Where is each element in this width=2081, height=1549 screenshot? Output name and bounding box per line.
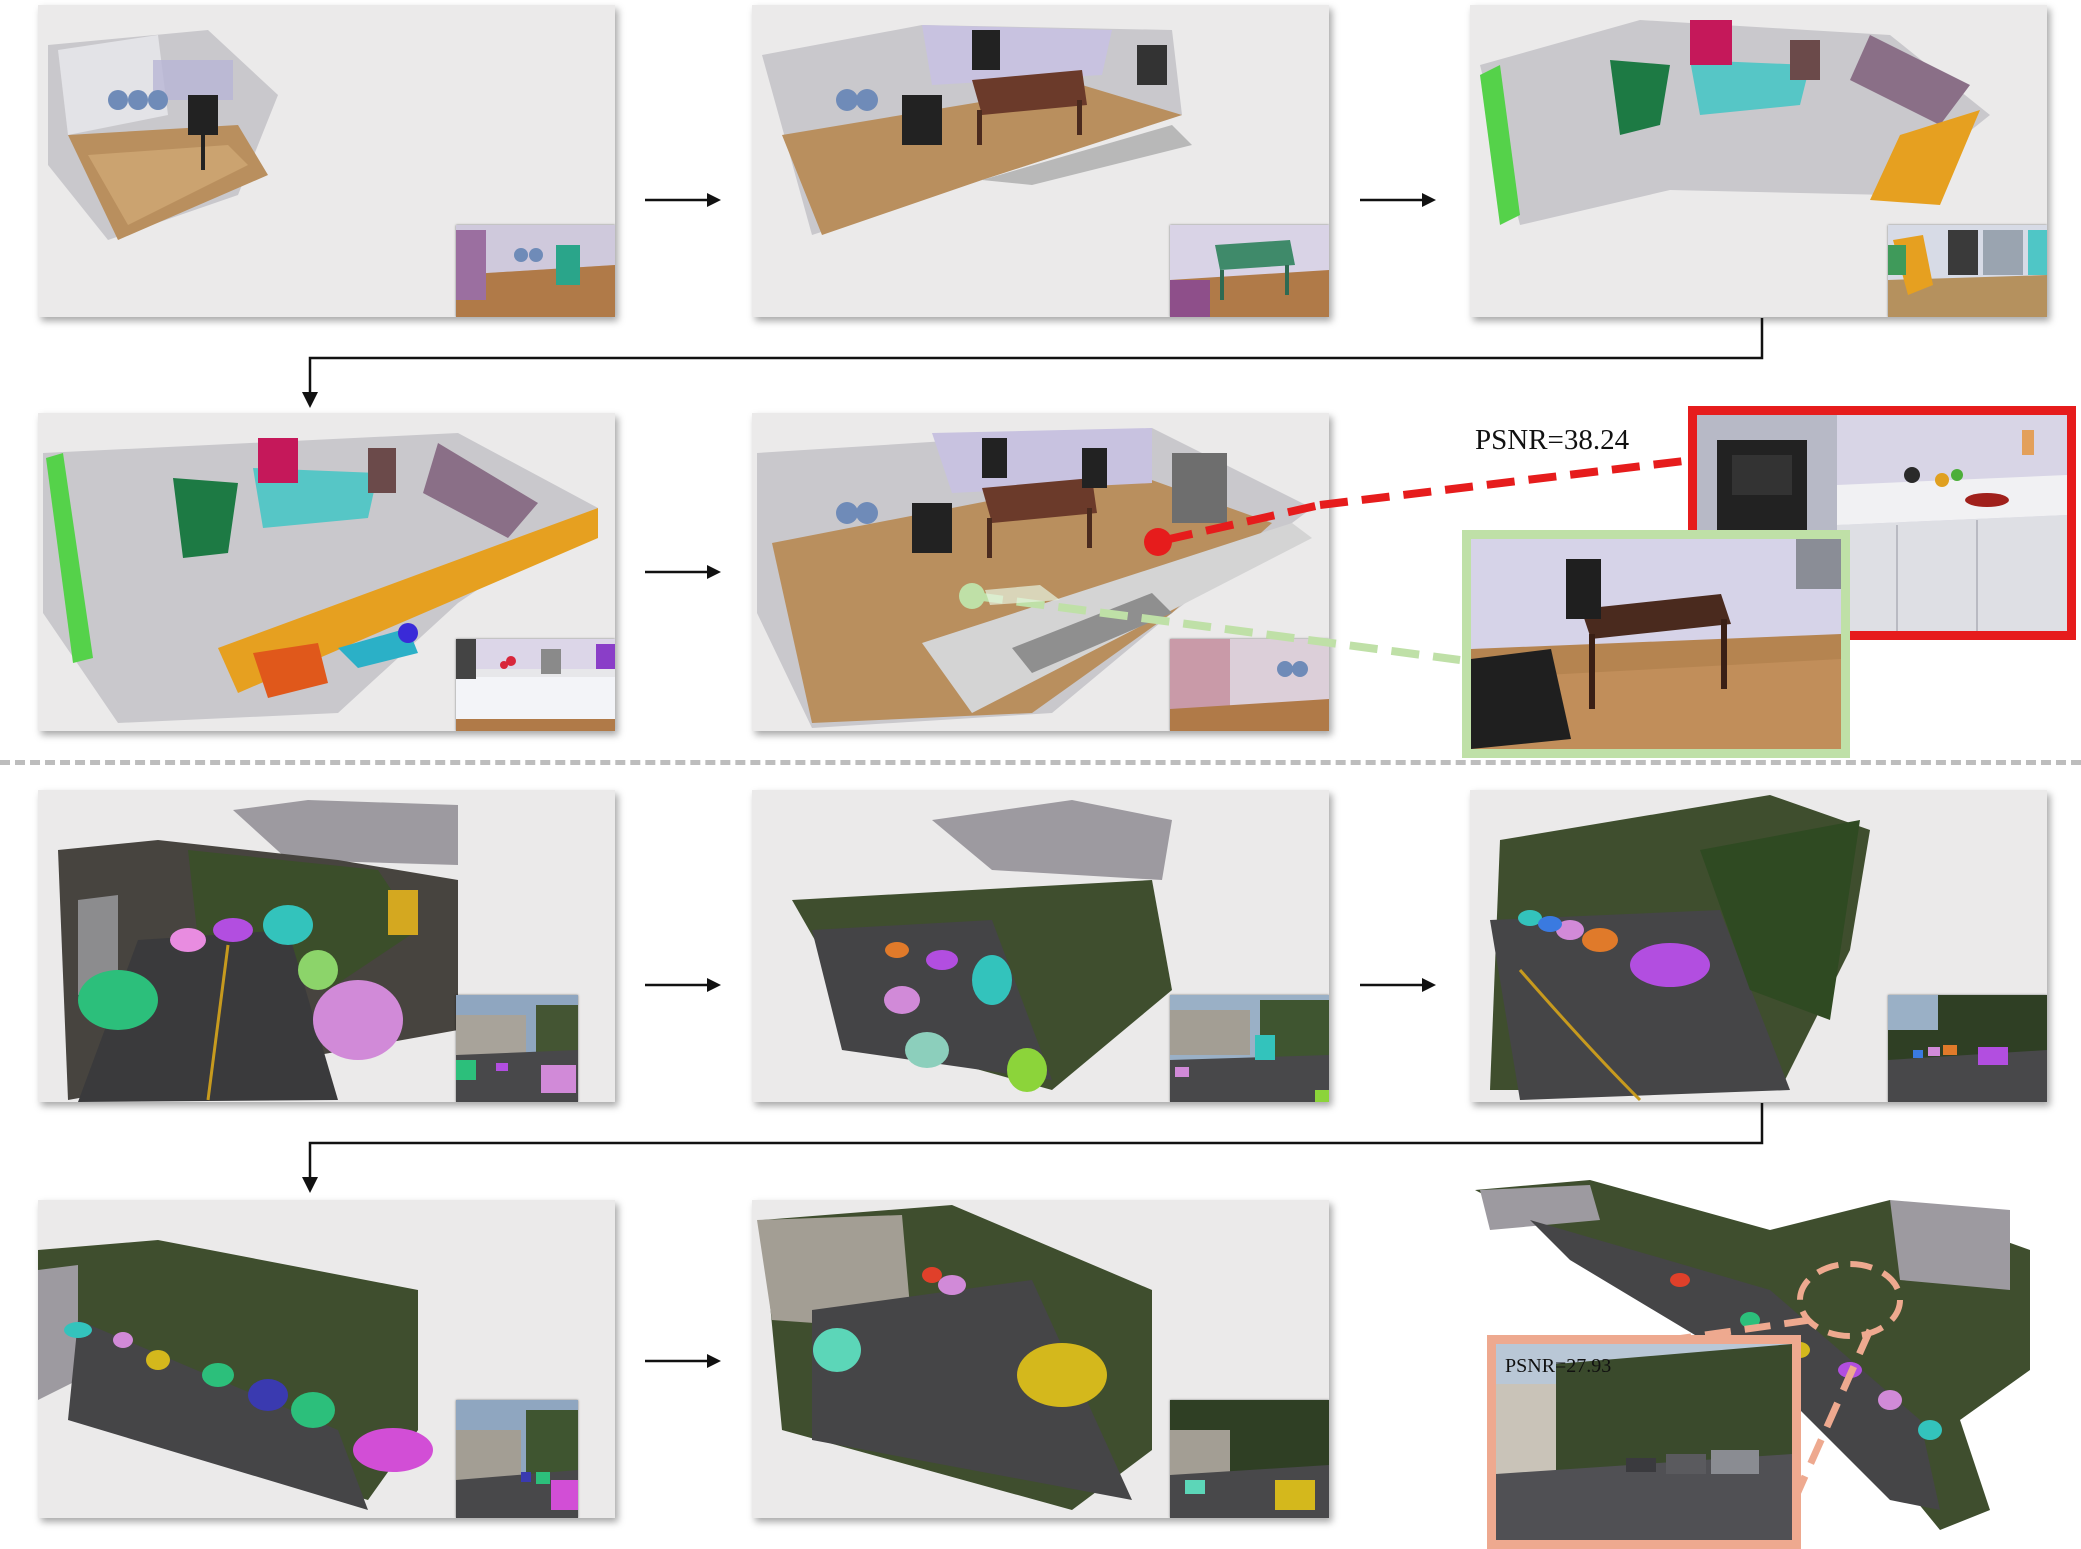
indoor-step-1-pointcloud: [48, 30, 278, 240]
indoor-step-2-pointcloud: [762, 25, 1192, 235]
outdoor-step-1-panel: [38, 790, 615, 1102]
right-arrow-icon: [1360, 190, 1440, 210]
indoor-step-3-frame-thumbnail: [1888, 225, 2047, 317]
indoor-step-5-frame-thumbnail: [1170, 639, 1329, 731]
indoor-green-zoom-view: [1462, 530, 1850, 758]
right-arrow-icon: [1360, 975, 1440, 995]
indoor-step-1-frame-thumbnail: [456, 225, 615, 317]
outdoor-step-2-frame-thumbnail: [1170, 995, 1329, 1102]
indoor-step-4-frame-thumbnail: [456, 639, 615, 731]
indoor-step-5-panel: [752, 413, 1329, 731]
indoor-step-3-panel: [1470, 5, 2047, 317]
right-arrow-icon: [645, 1351, 725, 1371]
outdoor-step-5-pointcloud: [757, 1205, 1152, 1510]
outdoor-step-1-frame-thumbnail: [456, 995, 578, 1102]
outdoor-psnr-label: PSNR=27.93: [1505, 1355, 1612, 1377]
outdoor-step-5-frame-thumbnail: [1170, 1400, 1329, 1518]
outdoor-step-3-pointcloud: [1490, 795, 1870, 1102]
outdoor-salmon-zoom-view: [1487, 1335, 1801, 1549]
outdoor-step-5-panel: [752, 1200, 1329, 1518]
outdoor-step-2-pointcloud: [792, 800, 1172, 1092]
indoor-step-4-segmented-pointcloud: [43, 433, 598, 723]
outdoor-final-reconstruction: [1470, 1170, 2070, 1540]
indoor-step-1-panel: [38, 5, 615, 317]
outdoor-step-4-segmented-pointcloud: [38, 1240, 433, 1510]
outdoor-step-4-frame-thumbnail: [456, 1400, 578, 1518]
outdoor-step-1-pointcloud: [58, 800, 458, 1102]
right-arrow-icon: [645, 190, 725, 210]
outdoor-step-3-frame-thumbnail: [1888, 995, 2047, 1102]
right-arrow-icon: [645, 562, 725, 582]
indoor-step-4-panel: [38, 413, 615, 731]
right-arrow-icon: [645, 975, 725, 995]
indoor-psnr-label: PSNR=38.24: [1475, 424, 1630, 456]
indoor-step-2-panel: [752, 5, 1329, 317]
indoor-step-2-frame-thumbnail: [1170, 225, 1329, 317]
outdoor-step-2-panel: [752, 790, 1329, 1102]
indoor-step-3-segmented-pointcloud: [1480, 20, 1990, 225]
outdoor-step-4-panel: [38, 1200, 615, 1518]
section-separator: [0, 760, 2081, 765]
outdoor-step-3-panel: [1470, 790, 2047, 1102]
